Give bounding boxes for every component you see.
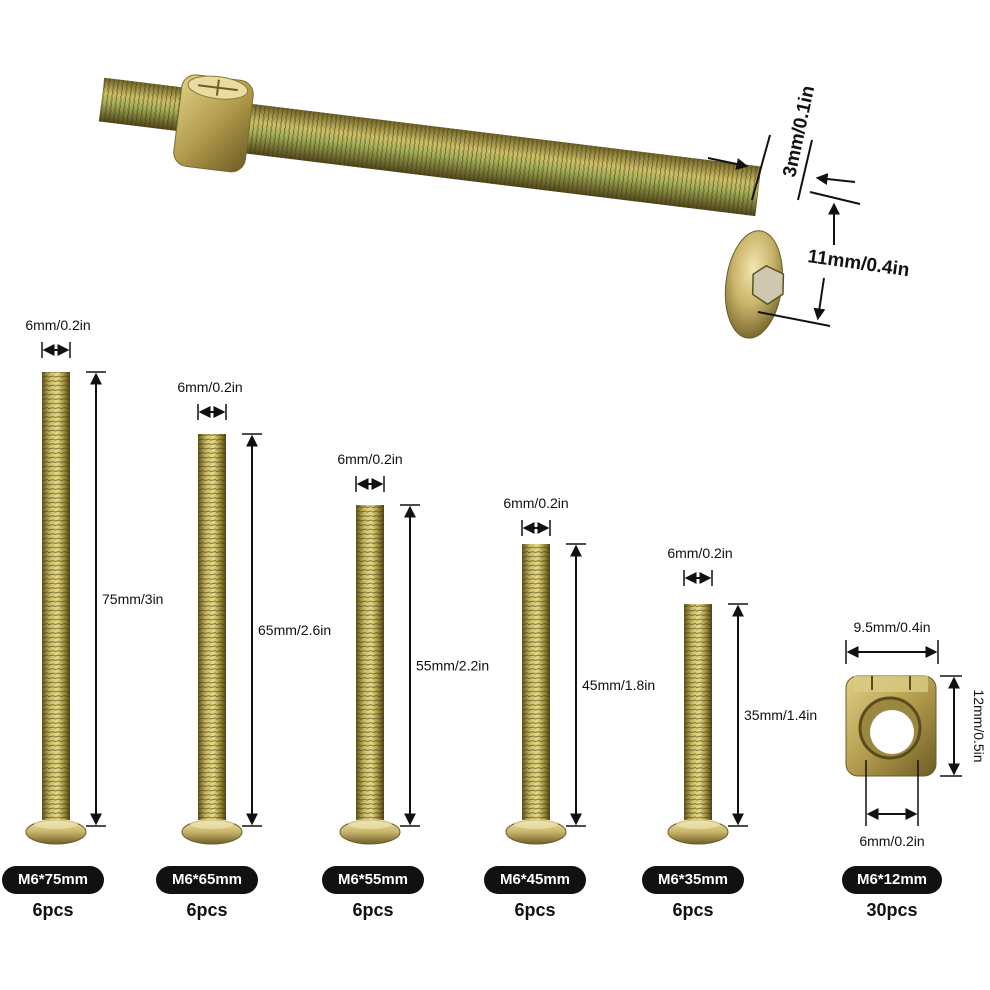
- bolt-thread: [522, 544, 550, 820]
- top-bolt-head: [724, 230, 785, 339]
- barrel-nut-drawing: [845, 675, 937, 777]
- qty-label-m6-55: 6pcs: [352, 900, 394, 920]
- qty-label-m6-75: 6pcs: [32, 900, 74, 920]
- model-label-m6-55: M6*55mm: [322, 866, 424, 894]
- bolt-head-highlight: [348, 819, 392, 829]
- bolt-2: 6mm/0.2in 65mm/2.6in: [177, 379, 331, 845]
- model-label-m6-65: M6*65mm: [156, 866, 258, 894]
- bolt-head-highlight: [190, 819, 234, 829]
- nut-hole-dimension: 6mm/0.2in: [859, 760, 925, 849]
- nut-width-dimension: 9.5mm/0.4in: [845, 619, 939, 664]
- qty-label-m6-45: 6pcs: [514, 900, 556, 920]
- model-label-m6-75: M6*75mm: [2, 866, 104, 894]
- top-barrel-nut: [173, 74, 254, 173]
- bolt-thread: [356, 505, 384, 820]
- bolt-row: 6mm/0.2in75mm/3in6mm/0.2in65mm/2.6in6mm/…: [25, 317, 817, 845]
- bolt-head-highlight: [676, 819, 720, 829]
- bolt-length-label: 45mm/1.8in: [582, 677, 655, 693]
- bolt-thread: [684, 604, 712, 820]
- head-height-label: 3mm/0.1in: [779, 84, 819, 179]
- bolt-length-label: 35mm/1.4in: [744, 707, 817, 723]
- bolt-width-label: 6mm/0.2in: [667, 545, 732, 561]
- bolt-width-label: 6mm/0.2in: [337, 451, 402, 467]
- nut-height-dimension: 12mm/0.5in: [940, 675, 987, 777]
- model-label-m6-12: M6*12mm: [842, 866, 942, 894]
- model-label-m6-45: M6*45mm: [484, 866, 586, 894]
- bolt-length-label: 75mm/3in: [102, 591, 163, 607]
- qty-label-m6-35: 6pcs: [672, 900, 714, 920]
- top-assembled-bolt: [98, 74, 785, 339]
- qty-label-m6-12: 30pcs: [866, 900, 918, 920]
- bolt-length-label: 65mm/2.6in: [258, 622, 331, 638]
- bolt-1: 6mm/0.2in 75mm/3in: [25, 317, 163, 845]
- head-diameter-label: 11mm/0.4in: [806, 246, 910, 281]
- nut-height-label: 12mm/0.5in: [971, 689, 987, 762]
- bolt-head-highlight: [514, 819, 558, 829]
- bolt-5: 6mm/0.2in 35mm/1.4in: [667, 545, 817, 845]
- qty-label-m6-65: 6pcs: [186, 900, 228, 920]
- barrel-nut-item: 9.5mm/0.4in 12mm/0.5in 6mm/0.2in: [845, 619, 987, 849]
- nut-hole-label: 6mm/0.2in: [859, 833, 924, 849]
- bolt-thread: [42, 372, 70, 820]
- bolt-length-label: 55mm/2.2in: [416, 658, 489, 674]
- bolt-width-label: 6mm/0.2in: [177, 379, 242, 395]
- model-label-m6-35: M6*35mm: [642, 866, 744, 894]
- bolt-thread: [198, 434, 226, 820]
- bolt-head-highlight: [34, 819, 78, 829]
- bolt-4: 6mm/0.2in 45mm/1.8in: [503, 495, 655, 845]
- nut-width-label: 9.5mm/0.4in: [853, 619, 930, 635]
- bolt-3: 6mm/0.2in 55mm/2.2in: [337, 451, 489, 845]
- bolt-width-label: 6mm/0.2in: [25, 317, 90, 333]
- bolt-width-label: 6mm/0.2in: [503, 495, 568, 511]
